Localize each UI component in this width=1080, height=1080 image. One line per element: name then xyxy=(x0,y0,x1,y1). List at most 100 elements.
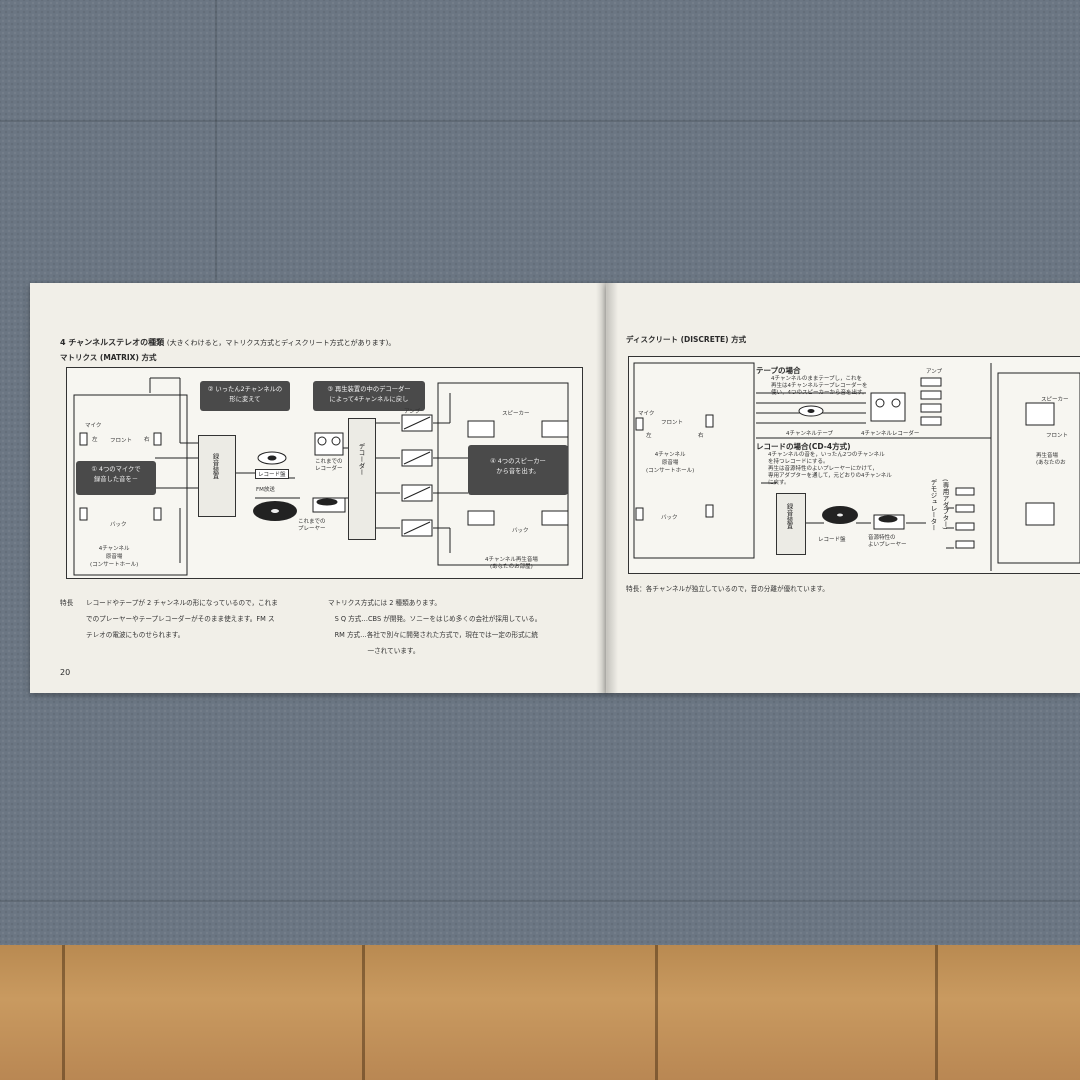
recorder-equipment-label: 録音装置 xyxy=(785,503,793,529)
mic-icon xyxy=(153,432,162,446)
heading-main: 4 チャンネルステレオの種類 xyxy=(60,338,165,347)
mic-label: マイク xyxy=(85,423,102,429)
tape-case-title: テープの場合 xyxy=(756,366,801,375)
floor-seam xyxy=(655,945,658,1080)
left-page: 4 チャンネルステレオの種類 (大きくわけると，マトリクス方式とディスクリート方… xyxy=(30,283,608,693)
record-disc-icon xyxy=(822,506,858,524)
mic-icon xyxy=(153,507,162,521)
amp-icon xyxy=(955,487,975,496)
speaker-label: スピーカー xyxy=(1041,397,1069,403)
decoder-box xyxy=(348,418,376,540)
step2-label: ② いったん2チャンネルの 形に変えて xyxy=(200,381,290,411)
record-case-title: レコードの場合(CD-4方式) xyxy=(756,442,851,451)
mic-label: マイク xyxy=(638,411,655,417)
front-label: フロント xyxy=(661,420,684,426)
recorder-equipment-box xyxy=(776,493,806,555)
hall-label: 4チャンネル 原音場 (コンサートホール) xyxy=(90,546,139,568)
tape-recorder-label: これまでの レコーダー xyxy=(315,459,343,472)
front-speaker-label: フロント xyxy=(1046,433,1069,439)
tape-recorder-icon xyxy=(870,392,906,422)
amp-icon xyxy=(920,390,942,400)
floor-seam xyxy=(62,945,65,1080)
left-label: 左 xyxy=(646,433,652,439)
tape-label: 4チャンネルテープ xyxy=(786,431,834,437)
note-label: 特長 xyxy=(60,599,74,607)
page-number: 20 xyxy=(60,668,71,677)
step4-label: ④ 4つのスピーカー から音を出す。 xyxy=(468,445,568,495)
hall-label: 4チャンネル 原音場 (コンサートホール) xyxy=(646,452,695,474)
cloth-fold xyxy=(0,900,1080,902)
record-disc-label: レコード盤 xyxy=(818,537,846,543)
discrete-note: 特長：各チャンネルが独立しているので，音の分離が優れています。 xyxy=(626,585,829,593)
left-label: 左 xyxy=(92,437,98,443)
discrete-section-title: ディスクリート (DISCRETE) 方式 xyxy=(626,335,747,344)
discrete-diagram-lines xyxy=(633,362,1080,571)
mic-icon xyxy=(79,432,88,446)
speaker-icon xyxy=(1025,502,1055,526)
speaker-icon xyxy=(467,420,495,438)
record-tape-label: レコード盤 xyxy=(255,469,289,479)
turntable-icon xyxy=(873,514,905,530)
amp-label: アンプ xyxy=(926,369,943,375)
tape-recorder-label: 4チャンネルレコーダー xyxy=(861,431,920,437)
player-label: これまでの プレーヤー xyxy=(298,519,326,532)
mic-icon xyxy=(79,507,88,521)
demodulator-label: デモジュレーター xyxy=(929,479,937,531)
note-text: レコードやテープが 2 チャンネルの形になっているので，これま でのプレーヤーや… xyxy=(86,599,278,639)
speaker-icon xyxy=(541,420,569,438)
floor-seam xyxy=(362,945,365,1080)
mic-icon xyxy=(705,414,714,428)
speaker-icons xyxy=(467,420,569,526)
amp-icons xyxy=(401,414,433,537)
tape-reel-icon xyxy=(257,451,287,465)
floor-seam xyxy=(935,945,938,1080)
right-label: 右 xyxy=(144,437,150,443)
amp-icon xyxy=(920,416,942,426)
speaker-icon xyxy=(1025,402,1055,426)
mic-icon xyxy=(635,507,644,521)
matrix-section-title: マトリクス (MATRIX) 方式 xyxy=(60,353,157,362)
back-speaker-label: バック xyxy=(512,528,529,534)
wooden-floor xyxy=(0,945,1080,1080)
heading-note: (大きくわけると，マトリクス方式とディスクリート方式とがあります)。 xyxy=(166,339,396,347)
matrix-diagram-lines xyxy=(73,377,569,576)
playback-field-label: 再生音場 (あなたのお xyxy=(1036,453,1066,466)
cloth-fold xyxy=(215,0,217,280)
speaker-label: スピーカー xyxy=(502,411,530,417)
tape-reel-icon xyxy=(798,405,824,417)
amp-icon xyxy=(955,522,975,531)
mic-icons xyxy=(79,432,162,521)
decoder-label: デコーダー xyxy=(357,443,365,476)
book-gutter xyxy=(596,283,618,693)
recorder-equipment-label: 録音装置 xyxy=(211,453,219,479)
record-case-text: 4チャンネルの音を，いったん2つのチャンネル を持つレコードにする。 再生は音源… xyxy=(768,452,892,486)
mic-icon xyxy=(705,504,714,518)
step3-label: ③ 再生装置の中のデコーダー によって4チャンネルに戻し xyxy=(313,381,425,411)
speaker-icon xyxy=(541,510,569,526)
amp-label: アンプ xyxy=(404,409,421,415)
step1-label: ① 4つのマイクで 録音した音を－ xyxy=(76,461,156,495)
matrix-types-text: マトリクス方式には 2 種類あります。 S Q 方式…CBS が開発。ソニーをは… xyxy=(328,599,542,655)
tape-case-text: 4チャンネルのままテープし，これを 再生は4チャンネルテープレコーダーを 使い，… xyxy=(771,376,868,396)
page-heading: 4 チャンネルステレオの種類 (大きくわけると，マトリクス方式とディスクリート方… xyxy=(60,337,395,348)
back-label: バック xyxy=(110,522,127,528)
tape-recorder-icon xyxy=(314,432,344,456)
fm-label: FM放送 xyxy=(256,487,275,493)
mic-icon xyxy=(635,417,644,431)
amp-icon xyxy=(955,540,975,549)
right-label: 右 xyxy=(698,433,704,439)
amp-icon xyxy=(955,504,975,513)
cloth-fold xyxy=(0,120,1080,122)
back-label: バック xyxy=(661,515,678,521)
player-label: 音源特性の よいプレーヤー xyxy=(868,535,907,548)
recorder-equipment-box xyxy=(198,435,236,517)
mic-icons xyxy=(635,414,714,521)
speaker-icons xyxy=(1025,402,1055,526)
playback-field-label: 4チャンネル再生音場 (あなたのお部屋) xyxy=(485,557,538,570)
amp-icon xyxy=(920,377,942,387)
discrete-diagram xyxy=(628,356,1080,574)
adapter-label: (専用アダプター) xyxy=(941,479,949,530)
record-disc-icon xyxy=(253,501,297,521)
speaker-icon xyxy=(467,510,495,526)
right-page: ディスクリート (DISCRETE) 方式 xyxy=(606,283,1080,693)
